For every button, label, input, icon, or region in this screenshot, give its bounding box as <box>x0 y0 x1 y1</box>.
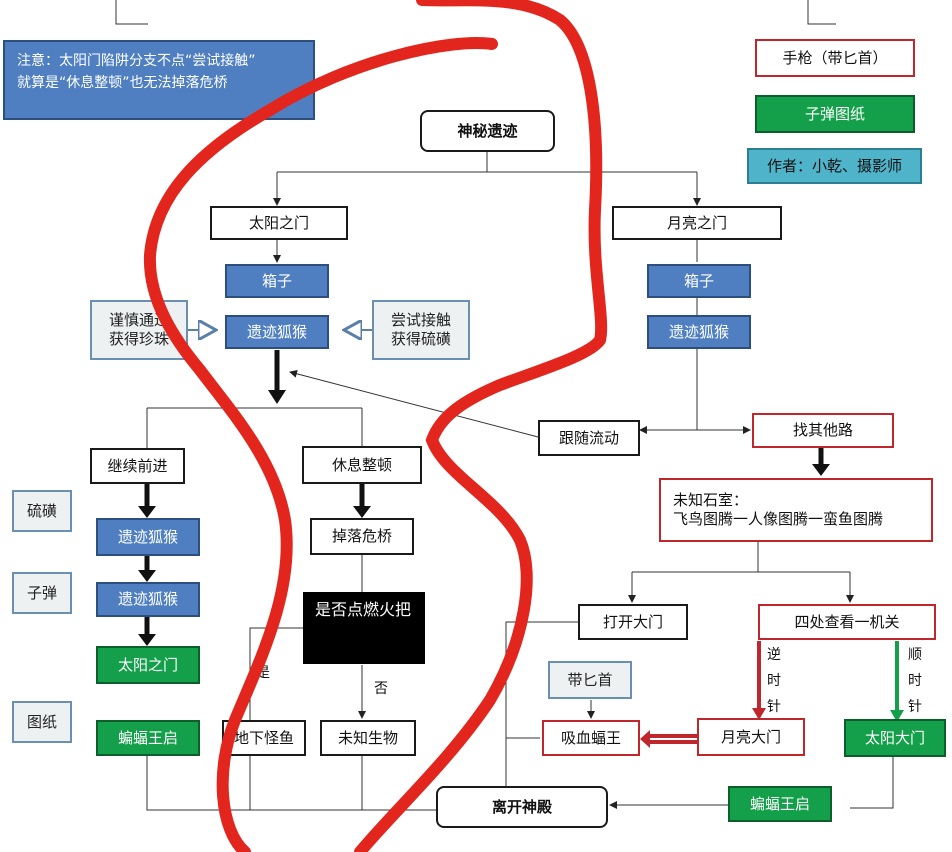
author-credit: 作者：小乾、摄影师 <box>747 148 922 184</box>
label-no: 否 <box>374 678 388 698</box>
node-try-touch: 尝试接触 获得硫磺 <box>372 300 470 360</box>
warning-note-line2: 就算是“休息整顿”也无法掉落危桥 <box>17 75 228 92</box>
node-with-dagger: 带匕首 <box>548 661 632 699</box>
node-find-other-way: 找其他路 <box>752 413 894 448</box>
node-monkey-b: 遗迹狐猴 <box>96 582 200 617</box>
node-open-door: 打开大门 <box>578 604 688 640</box>
cw-char2: 时 <box>908 673 922 689</box>
node-moon-monkey: 遗迹狐猴 <box>647 315 751 349</box>
label-clockwise: 顺 时 针 <box>907 642 923 720</box>
node-moon-gate: 月亮之门 <box>612 206 782 240</box>
node-rest: 休息整顿 <box>302 446 422 484</box>
node-sun-big-door: 太阳大门 <box>844 719 946 757</box>
touch-line1: 尝试接触 <box>390 311 451 330</box>
node-monkey-a: 遗迹狐猴 <box>96 518 200 556</box>
node-continue: 继续前进 <box>90 448 185 484</box>
ccw-char3: 针 <box>767 699 781 715</box>
node-bat-king-a: 蝙蝠王启 <box>96 720 200 756</box>
node-sulfur: 硫磺 <box>12 490 72 532</box>
node-unknown-creature: 未知生物 <box>320 720 416 756</box>
node-sun-gate: 太阳之门 <box>210 206 348 240</box>
cautious-line2: 获得珍珠 <box>108 330 169 348</box>
cautious-line1: 谨慎通过 <box>108 311 169 330</box>
chamber-line2: 飞鸟图腾一人像图腾一蛮鱼图腾 <box>673 510 884 528</box>
ccw-char1: 逆 <box>767 647 781 663</box>
touch-line2: 获得硫磺 <box>390 330 451 348</box>
node-torch-question: 是否点燃火把 <box>303 592 425 664</box>
node-start: 神秘遗迹 <box>420 110 555 152</box>
node-sun-box: 箱子 <box>225 264 329 298</box>
node-follow-flow: 跟随流动 <box>538 420 640 456</box>
legend-bullet-drawing: 子弹图纸 <box>755 95 915 133</box>
node-drawing: 图纸 <box>12 701 72 743</box>
cw-char1: 顺 <box>908 647 922 663</box>
node-sun-monkey: 遗迹狐猴 <box>225 315 329 349</box>
warning-note: 注意：太阳门陷阱分支不点“尝试接触” 就算是“休息整顿”也无法掉落危桥 <box>3 40 315 120</box>
node-sun-gate-2: 太阳之门 <box>96 646 200 684</box>
node-fall-bridge: 掉落危桥 <box>310 518 414 555</box>
node-leave-temple: 离开神殿 <box>436 786 608 828</box>
warning-note-line1: 注意：太阳门陷阱分支不点“尝试接触” <box>17 53 256 69</box>
node-vampire-bat-king: 吸血蝠王 <box>542 720 640 756</box>
node-cautious-pass: 谨慎通过 获得珍珠 <box>90 300 188 360</box>
node-moon-box: 箱子 <box>647 264 751 298</box>
chamber-line1: 未知石室： <box>673 491 749 510</box>
node-look-around: 四处查看一机关 <box>758 604 936 640</box>
node-bullet: 子弹 <box>12 572 72 614</box>
ccw-char2: 时 <box>767 673 781 689</box>
cw-char3: 针 <box>908 699 922 715</box>
node-moon-big-door: 月亮大门 <box>697 718 805 756</box>
node-bat-king-b: 蝙蝠王启 <box>728 786 832 822</box>
label-counterclockwise: 逆 时 针 <box>766 642 782 720</box>
node-unknown-chamber: 未知石室： 飞鸟图腾一人像图腾一蛮鱼图腾 <box>659 478 933 542</box>
legend-gun: 手枪（带匕首） <box>755 39 915 77</box>
